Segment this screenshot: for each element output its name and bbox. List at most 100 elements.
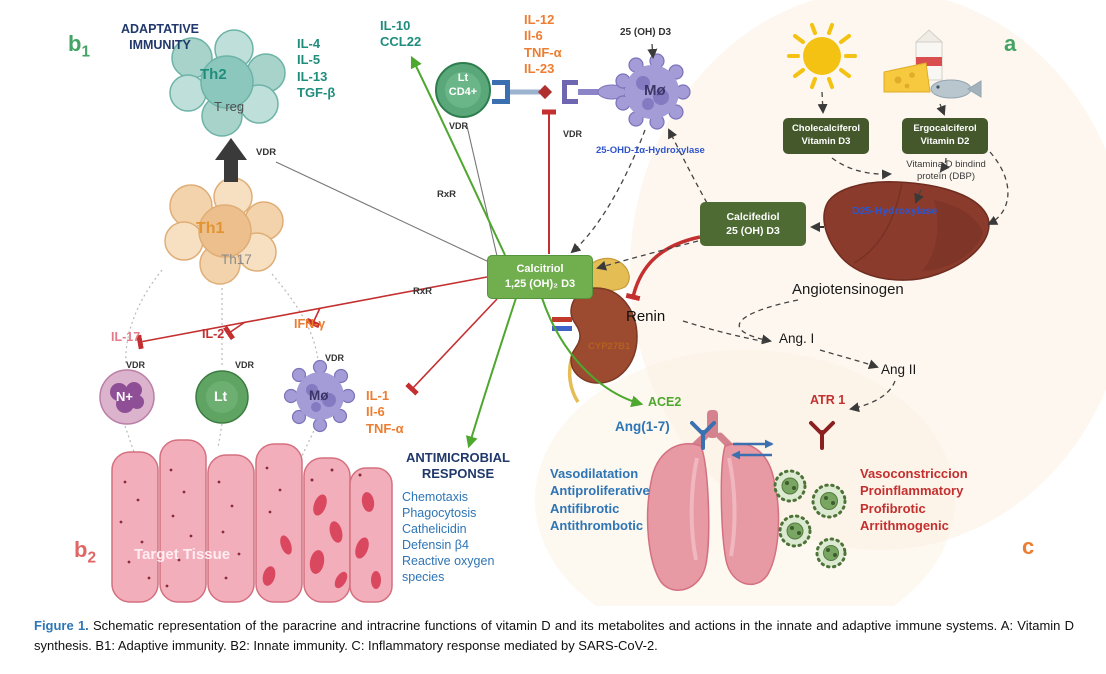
- dash-chole-dbp: [831, 157, 892, 180]
- rxr-lower-label: RxR: [413, 286, 433, 297]
- section-a-label: a: [1004, 31, 1017, 56]
- ifn-gamma-label: IFN-γ: [294, 317, 326, 331]
- macrophage-innate-label: Mø: [309, 388, 329, 403]
- angiotensinogen-label: Angiotensinogen: [792, 281, 904, 298]
- lymphocyte-cell: [195, 370, 249, 424]
- receptor-pair: [492, 80, 600, 104]
- green-arrows: [410, 55, 644, 449]
- dash-calcifediol-macrophage: [668, 128, 708, 204]
- neutrophil-vdr-label: VDR: [126, 360, 146, 370]
- dash-food-ergocalciferol: [936, 103, 946, 116]
- neutrophil-cell: [99, 369, 155, 425]
- inhibit-renin: [625, 235, 701, 302]
- macrophage-cytokines-label: IL-12 Il-6 TNF-α IL-23: [524, 12, 562, 76]
- dash-calcifediol-calcitriol: [596, 240, 699, 271]
- arrow-calcitriol-il10: [410, 55, 506, 256]
- dash-macrophage-calcitriol: [570, 129, 646, 254]
- adaptive-immunity-title: ADAPTATIVE IMMUNITY: [120, 22, 199, 52]
- il2-label: IL-2: [202, 327, 225, 341]
- th2-cytokines-label: IL-4 IL-5 IL-13 TGF-β: [297, 36, 336, 100]
- atr1-receptor-icon: [809, 421, 835, 450]
- il1-cytokines-label: IL-1 Il-6 TNF-α: [366, 388, 404, 436]
- inhibit-ifng: [305, 307, 321, 329]
- dash-angiotensinogen-angi: [738, 299, 799, 345]
- ltcd4-cell: [435, 62, 491, 118]
- th17-label: Th17: [221, 252, 252, 267]
- equilibrium-arrows: [731, 439, 774, 460]
- harmful-effects-label: Vasoconstriccion Proinflammatory Profibr…: [860, 466, 968, 533]
- line-calcitriol-vdr: [275, 161, 490, 263]
- arrow-calcitriol-ace2: [541, 297, 644, 408]
- dashed-arrows: [570, 43, 1009, 413]
- caption-label: Figure 1.: [34, 618, 89, 633]
- arrow-calcitriol-antimicrobial: [466, 297, 517, 449]
- treg-label: T reg: [214, 99, 245, 114]
- ang17-receptor-icon: [690, 421, 716, 450]
- ace2-label: ACE2: [648, 395, 682, 409]
- milk-icon: [914, 29, 944, 81]
- macrophage-cell-top: [597, 53, 691, 130]
- th1-to-th2-arrow: [215, 138, 247, 182]
- lymphocyte-vdr-label: VDR: [235, 360, 255, 370]
- b2-main: b: [74, 537, 88, 562]
- cyp27b1-label: CYP27B1: [588, 341, 631, 352]
- section-b1-label: b1: [68, 30, 90, 62]
- dash-renin-conversion: [682, 320, 767, 343]
- dash-right-liver: [987, 151, 1009, 225]
- ergocalciferol-box: Ergocalciferol Vitamin D2: [902, 118, 988, 154]
- dash-dbp-liver: [914, 189, 924, 204]
- lymphocyte-label: Lt: [214, 388, 228, 404]
- cholecalciferol-box: Cholecalciferol Vitamin D3: [783, 118, 869, 154]
- il10-ccl22-label: IL-10 CCL22: [380, 18, 422, 50]
- macrophage-vdr-label-innate: VDR: [325, 353, 345, 363]
- hydroxylase-label: 25-OHD-1α-Hydroxylase: [596, 145, 705, 156]
- inhibit-il2: [222, 321, 246, 341]
- vdr-mid-label: VDR: [256, 147, 277, 158]
- figure-caption: Figure 1. Schematic representation of th…: [34, 616, 1074, 656]
- b1-sub: 1: [81, 43, 91, 61]
- virus-particles: [773, 469, 847, 569]
- caption-text: Schematic representation of the paracrin…: [34, 618, 1075, 654]
- neutrophil-label: N+: [116, 389, 133, 404]
- ang-ii-label: Ang II: [881, 362, 917, 377]
- macrophage-cell-innate: [283, 359, 356, 433]
- ang17-label: Ang(1-7): [615, 419, 670, 434]
- red-inhibition-lines: [136, 109, 701, 396]
- antimicrobial-title: ANTIMICROBIAL RESPONSE: [406, 450, 510, 482]
- section-b2-label: b2: [74, 536, 96, 568]
- line-calcitriol-ltcd4: [466, 125, 498, 257]
- macrophage-vdr-label: VDR: [563, 129, 583, 139]
- tissue-speckles: [119, 466, 362, 588]
- ohd3-top-label: 25 (OH) D3: [620, 27, 672, 38]
- ang-i-label: Ang. I: [779, 331, 815, 346]
- target-tissue-illustration: [111, 439, 393, 603]
- protective-effects-label: Vasodilatation Antiproliferative Antifib…: [550, 466, 650, 533]
- th2-cell-cluster: [169, 29, 286, 137]
- th1-label: Th1: [196, 220, 225, 237]
- ltcd4-label: Lt CD4+: [448, 72, 478, 98]
- sun-icon: [787, 23, 857, 89]
- liver-illustration: [823, 181, 990, 281]
- inhibit-il17: [136, 276, 488, 350]
- renin-label: Renin: [626, 308, 666, 325]
- macrophage-top-label: Mø: [644, 82, 666, 99]
- atr1-label: ATR 1: [810, 393, 846, 407]
- dash-sun-cholecalciferol: [817, 91, 828, 114]
- dash-ergo-dbp: [939, 157, 950, 173]
- b2-sub: 2: [87, 549, 97, 567]
- target-tissue-label: Target Tissue: [134, 546, 231, 563]
- ltcd4-vdr-label: VDR: [449, 121, 469, 131]
- fish-icon: [930, 79, 982, 99]
- dotted-connectors: [124, 269, 319, 457]
- dbp-label: Vitamina D bindind proteïn (DBP): [906, 159, 986, 182]
- th2-label: Th2: [200, 66, 227, 83]
- liver-enzyme-label: D25-Hydroxylase: [852, 205, 938, 217]
- cheese-icon: [883, 62, 931, 93]
- calcitriol-box: Calcitriol 1,25 (OH)₂ D3: [487, 255, 593, 299]
- rxr-upper-label: RxR: [437, 189, 457, 200]
- food-icons: [883, 29, 982, 99]
- lungs-illustration: [646, 410, 780, 591]
- section-c-label: c: [1022, 534, 1035, 559]
- inhibit-il1: [405, 298, 498, 396]
